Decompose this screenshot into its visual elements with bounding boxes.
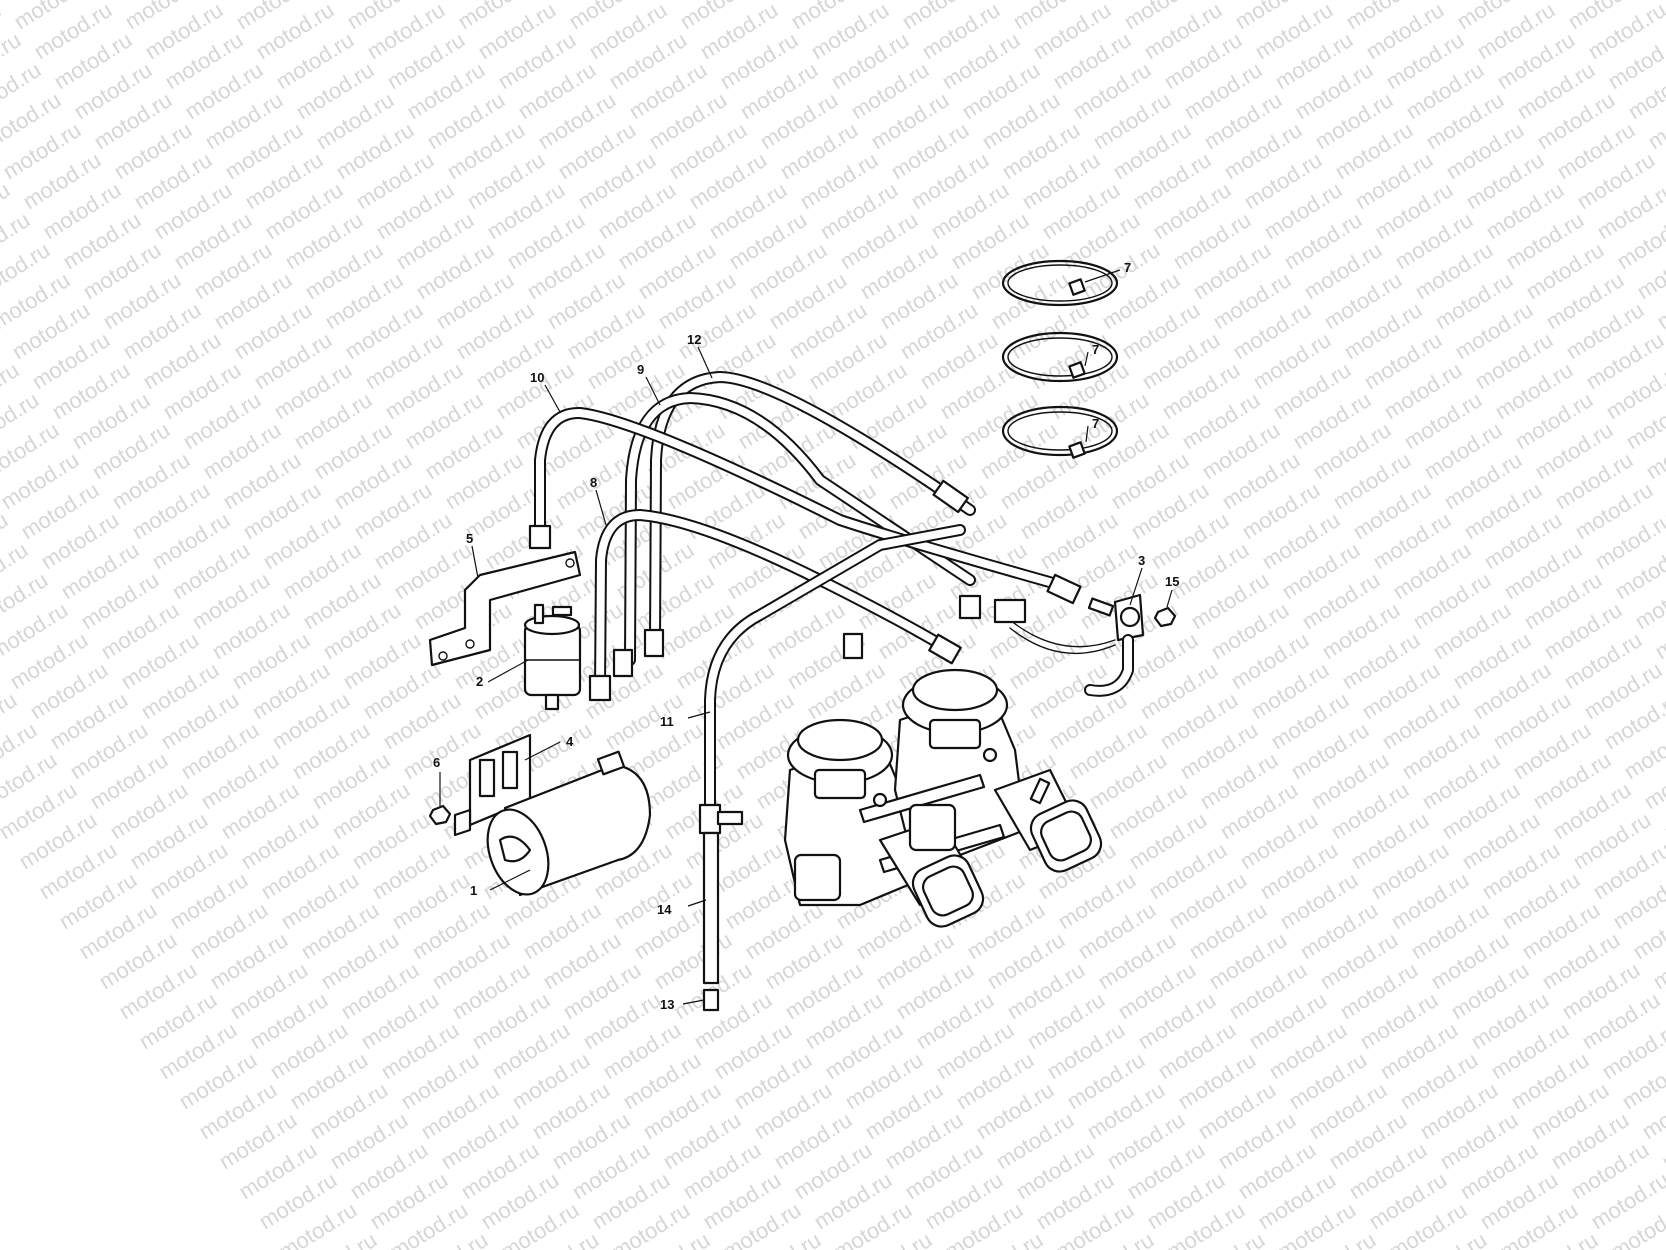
label-15: 15 <box>1165 574 1179 589</box>
label-1: 1 <box>470 883 477 898</box>
hose-10 <box>528 407 1082 605</box>
leader-lines <box>439 269 1173 1005</box>
callouts: 1 2 3 4 5 6 7 7 7 8 9 10 11 12 13 14 15 <box>433 260 1179 1012</box>
label-5: 5 <box>466 531 473 546</box>
bracket-4 <box>453 733 532 837</box>
fuel-pump-1 <box>486 750 652 897</box>
label-7a: 7 <box>1124 260 1131 275</box>
hose-8 <box>588 509 962 702</box>
label-6: 6 <box>433 755 440 770</box>
screw-6 <box>428 804 452 826</box>
label-7b: 7 <box>1092 342 1099 357</box>
hose-14 <box>702 831 720 985</box>
label-4: 4 <box>566 734 574 749</box>
label-9: 9 <box>637 362 644 377</box>
label-14: 14 <box>657 902 672 917</box>
label-11: 11 <box>660 714 674 729</box>
bracket-5 <box>428 550 582 667</box>
hose-11 <box>704 524 966 816</box>
label-7c: 7 <box>1092 416 1099 431</box>
fuel-tap-3 <box>993 593 1145 697</box>
fuel-filter-2 <box>523 603 582 711</box>
label-12: 12 <box>687 332 701 347</box>
carburettor-assembly <box>783 668 1103 928</box>
label-8: 8 <box>590 475 597 490</box>
hose-clamp-top <box>1001 259 1119 307</box>
label-2: 2 <box>476 674 483 689</box>
hose-clamp-bottom <box>1001 405 1119 459</box>
screw-15 <box>1153 606 1177 628</box>
hose-9 <box>624 392 982 666</box>
label-3: 3 <box>1138 553 1145 568</box>
label-13: 13 <box>660 997 674 1012</box>
cap-13 <box>702 988 720 1012</box>
label-10: 10 <box>530 370 544 385</box>
hose-12 <box>649 371 976 646</box>
hose-ends <box>612 628 864 678</box>
hose-clamp-middle <box>1001 331 1119 383</box>
